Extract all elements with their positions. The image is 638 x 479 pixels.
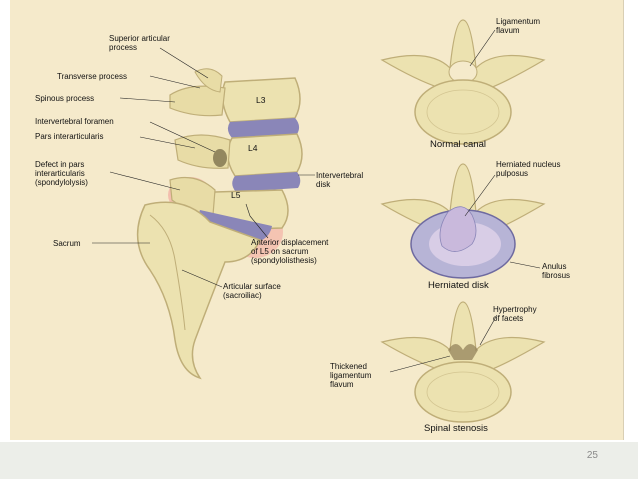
caption-normal-canal: Normal canal — [430, 139, 486, 150]
label-intervertebral-disk: Intervertebral disk — [316, 171, 363, 189]
footer-band — [0, 442, 638, 479]
label-transverse-process: Transverse process — [57, 72, 127, 81]
label-defect-pars: Defect in pars interarticularis (spondyl… — [35, 160, 88, 187]
label-sacrum: Sacrum — [53, 239, 81, 248]
spine-drawing — [10, 0, 624, 440]
caption-herniated-disk: Herniated disk — [428, 280, 489, 291]
label-anulus-fibrosus: Anulus fibrosus — [542, 262, 570, 280]
spine-illustration: Superior articular process Transverse pr… — [10, 0, 624, 440]
label-hypertrophy-facets: Hypertrophy of facets — [493, 305, 537, 323]
label-l3: L3 — [256, 95, 265, 105]
page-number: 25 — [587, 450, 598, 461]
label-l5: L5 — [231, 190, 240, 200]
vertebra-l4 — [228, 134, 302, 176]
label-pars-interarticularis: Pars interarticularis — [35, 132, 103, 141]
caption-spinal-stenosis: Spinal stenosis — [424, 423, 488, 434]
foramen-l4 — [213, 149, 227, 167]
label-spinous-process: Spinous process — [35, 94, 94, 103]
label-intervertebral-foramen: Intervertebral foramen — [35, 117, 114, 126]
label-l4: L4 — [248, 143, 257, 153]
label-articular-surface: Articular surface (sacroiliac) — [223, 282, 281, 300]
label-herniated-nucleus: Herniated nucleus pulposus — [496, 160, 560, 178]
label-superior-articular-process: Superior articular process — [109, 34, 170, 52]
herniated-disk-vertebra — [382, 164, 544, 278]
label-thickened-flavum: Thickened ligamentum flavum — [330, 362, 371, 389]
normal-canal-vertebra — [382, 20, 544, 144]
label-anterior-displacement: Anterior displacement of L5 on sacrum (s… — [251, 238, 328, 265]
label-ligamentum-flavum: Ligamentum flavum — [496, 17, 540, 35]
